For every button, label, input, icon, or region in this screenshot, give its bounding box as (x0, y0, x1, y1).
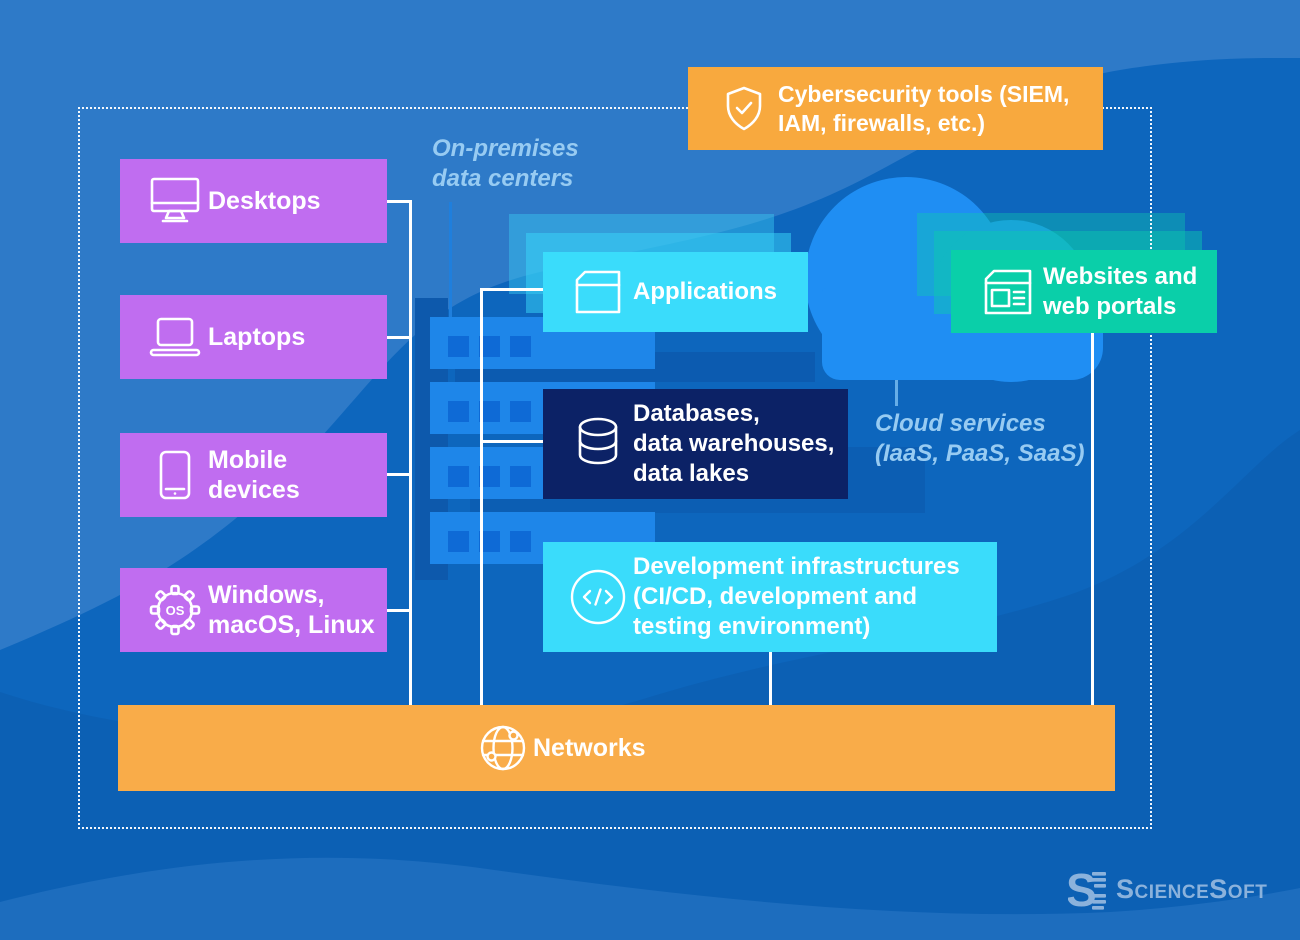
laptops-connector-stub (387, 336, 412, 339)
shield-check-icon (710, 86, 778, 132)
sciencesoft-logo: S ScienceSoft (1068, 866, 1267, 912)
devices-trunk-connector-line (409, 200, 412, 705)
os-connector-stub (387, 609, 412, 612)
laptops-label: Laptops (208, 323, 306, 351)
rack-led (479, 336, 500, 357)
svg-text:OS: OS (166, 603, 185, 618)
rack-led (448, 531, 469, 552)
networks-bar: Networks (118, 705, 1115, 791)
databases-box: Databases, data warehouses, data lakes (543, 389, 848, 499)
globe-network-icon (472, 723, 533, 773)
development-infrastructures-box: Development infrastructures (CI/CD, deve… (543, 542, 997, 652)
cloud-label-pointer-line (895, 380, 898, 406)
databases-connector-stub (480, 440, 543, 443)
websites-label: Websites and web portals (1043, 262, 1198, 320)
applications-label: Applications (633, 278, 778, 305)
rack-led (479, 531, 500, 552)
cybersecurity-tools-box: Cybersecurity tools (SIEM, IAM, firewall… (688, 67, 1103, 150)
code-icon (563, 568, 633, 626)
applications-connector-stub (480, 288, 543, 291)
operating-systems-label: Windows, macOS, Linux (208, 581, 375, 639)
mobile-connector-stub (387, 473, 412, 476)
smartphone-icon (142, 450, 208, 500)
sciencesoft-logo-icon: S (1068, 866, 1106, 912)
laptop-icon (142, 316, 208, 358)
desktops-label: Desktops (208, 187, 321, 215)
sciencesoft-logo-text: ScienceSoft (1116, 873, 1268, 904)
it-environment-boundary (78, 107, 1152, 829)
servers-trunk-connector-line (480, 288, 483, 705)
networks-label: Networks (533, 733, 646, 762)
mobile-devices-label: Mobile devices (208, 446, 300, 504)
cloud-services-label: Cloud services (IaaS, PaaS, SaaS) (875, 410, 1085, 467)
os-gear-icon: OS (142, 583, 208, 637)
dev-infra-connector-line (769, 652, 772, 705)
desktops-connector-stub (387, 200, 412, 203)
rack-led (448, 336, 469, 357)
development-infrastructures-label: Development infrastructures (CI/CD, deve… (633, 553, 960, 640)
rack-led (448, 466, 469, 487)
rack-led (479, 401, 500, 422)
rack-stem-line (449, 202, 452, 318)
rack-led (510, 336, 531, 357)
rack-led (510, 531, 531, 552)
database-icon (563, 416, 633, 472)
rack-led (479, 466, 500, 487)
app-window-icon (563, 269, 633, 315)
laptops-box: Laptops (120, 295, 387, 379)
cybersecurity-tools-label: Cybersecurity tools (SIEM, IAM, firewall… (778, 80, 1070, 136)
rack-led (510, 401, 531, 422)
on-premises-data-centers-label: On-premises data centers (432, 135, 579, 192)
desktops-box: Desktops (120, 159, 387, 243)
rack-led (510, 466, 531, 487)
databases-label: Databases, data warehouses, data lakes (633, 400, 835, 487)
rack-led (448, 401, 469, 422)
mobile-devices-box: Mobile devices (120, 433, 387, 517)
operating-systems-box: OS Windows, macOS, Linux (120, 568, 387, 652)
browser-icon (973, 268, 1043, 316)
websites-box: Websites and web portals (951, 250, 1217, 333)
websites-connector-line (1091, 333, 1094, 705)
applications-box: Applications (543, 252, 808, 332)
svg-text:S: S (1068, 866, 1097, 912)
desktop-monitor-icon (142, 177, 208, 225)
